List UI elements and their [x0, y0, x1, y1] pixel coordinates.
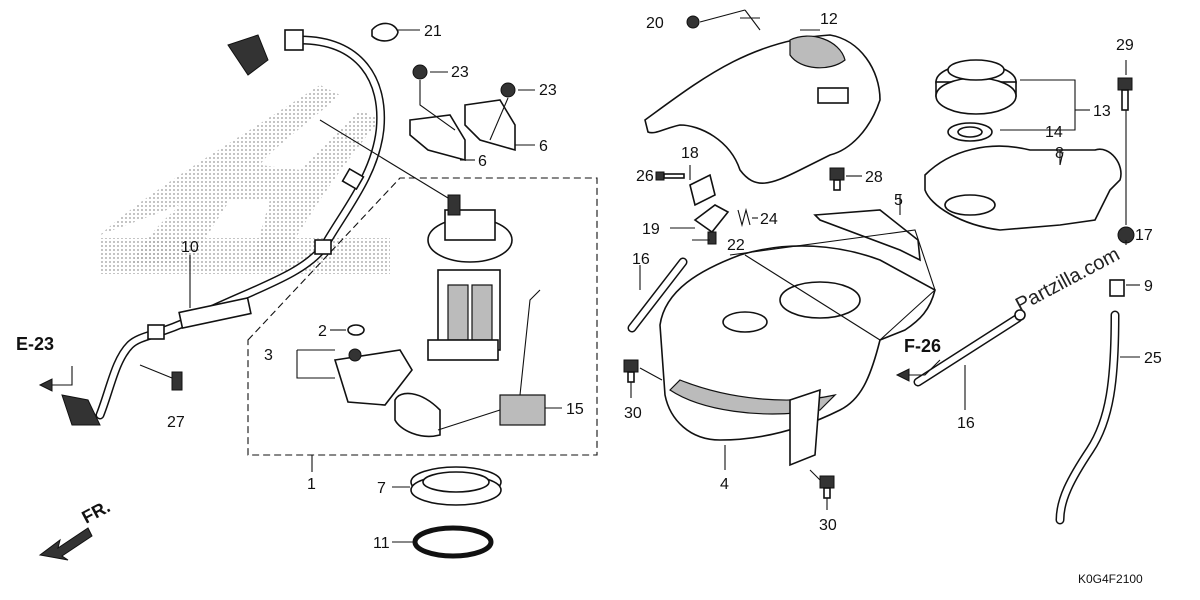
bolt-30-right[interactable] — [809, 469, 835, 510]
callout-13: 13 — [1093, 103, 1111, 120]
breather-tube-16-right[interactable] — [913, 309, 1026, 410]
bolt-28[interactable] — [829, 167, 862, 191]
callout-6-b: 6 — [539, 138, 548, 155]
packing-ring-7[interactable] — [392, 466, 502, 506]
fuel-feed-hose-10[interactable] — [61, 29, 386, 426]
clip-22[interactable] — [707, 231, 717, 245]
brand-logo-watermark — [100, 85, 390, 274]
callout-4: 4 — [720, 476, 729, 493]
callout-26: 26 — [636, 168, 654, 185]
ref-label-f26: F-26 — [904, 336, 941, 356]
fuel-cap-13[interactable] — [935, 59, 1090, 131]
fuel-filter-3[interactable] — [296, 324, 413, 406]
stay-plate-19[interactable] — [670, 204, 730, 234]
fuel-tank-cover-12[interactable] — [644, 29, 881, 184]
callout-9: 9 — [1144, 278, 1153, 295]
callout-2: 2 — [318, 323, 327, 340]
callout-24: 24 — [760, 211, 778, 228]
drain-tube-25[interactable] — [1055, 310, 1140, 525]
o-ring-11[interactable] — [392, 525, 494, 559]
fuel-level-sender-15[interactable] — [394, 289, 562, 438]
bolt-29[interactable] — [1117, 60, 1133, 225]
callout-11: 11 — [373, 535, 390, 552]
fuel-tank-stay-5[interactable] — [729, 195, 936, 341]
callout-20: 20 — [646, 15, 664, 32]
ref-arrow-f26 — [895, 359, 941, 382]
callout-7: 7 — [377, 480, 386, 497]
callout-16-b: 16 — [957, 415, 975, 432]
callout-23-b: 23 — [539, 82, 557, 99]
callout-6-a: 6 — [478, 153, 487, 170]
fuel-tank-4[interactable] — [659, 245, 936, 470]
callout-15: 15 — [566, 401, 584, 418]
callout-3: 3 — [264, 347, 273, 364]
spring-clip-24[interactable] — [737, 207, 758, 228]
callout-16-a: 16 — [632, 251, 650, 268]
callout-28: 28 — [865, 169, 883, 186]
callout-5: 5 — [894, 192, 903, 209]
fuel-tank-bracket-8[interactable] — [924, 145, 1122, 231]
ref-label-e23: E-23 — [16, 334, 54, 354]
diagram-code: K0G4F2100 — [1078, 572, 1143, 586]
bolt-30-left[interactable] — [623, 359, 663, 398]
callout-10: 10 — [181, 239, 199, 256]
callout-labels: 1 2 3 4 5 6 6 7 8 9 10 11 12 13 14 15 16… — [16, 11, 1162, 586]
callout-29: 29 — [1116, 37, 1134, 54]
setting-plates-6[interactable] — [409, 64, 535, 162]
site-watermark: Partzilla.com — [1012, 243, 1123, 316]
callout-18: 18 — [681, 145, 699, 162]
hose-clip-18[interactable] — [689, 165, 716, 207]
callout-1: 1 — [307, 476, 316, 493]
hose-clip-21[interactable] — [371, 22, 420, 42]
fitting-9[interactable] — [1109, 279, 1140, 297]
callout-22: 22 — [727, 237, 745, 254]
fuel-pump-unit-1[interactable] — [319, 119, 513, 361]
front-label: FR. — [78, 496, 113, 527]
cap-gasket-14[interactable] — [947, 122, 993, 142]
callout-27: 27 — [167, 414, 185, 431]
callout-8: 8 — [1055, 145, 1064, 162]
breather-tube-16-left[interactable] — [627, 257, 688, 333]
callout-17: 17 — [1135, 227, 1153, 244]
bolt-26[interactable] — [655, 171, 685, 181]
clip-27[interactable] — [139, 364, 183, 391]
callout-19: 19 — [642, 221, 660, 238]
callout-21: 21 — [424, 23, 442, 40]
callout-23-a: 23 — [451, 64, 469, 81]
callout-25: 25 — [1144, 350, 1162, 367]
leader-lines — [189, 17, 1127, 472]
ref-arrow-e23 — [38, 366, 73, 392]
front-direction-arrow — [38, 527, 93, 561]
callout-30-a: 30 — [624, 405, 642, 422]
callout-12: 12 — [820, 11, 838, 28]
callout-14: 14 — [1045, 124, 1063, 141]
callout-30-b: 30 — [819, 517, 837, 534]
bolt-20[interactable] — [686, 9, 761, 31]
